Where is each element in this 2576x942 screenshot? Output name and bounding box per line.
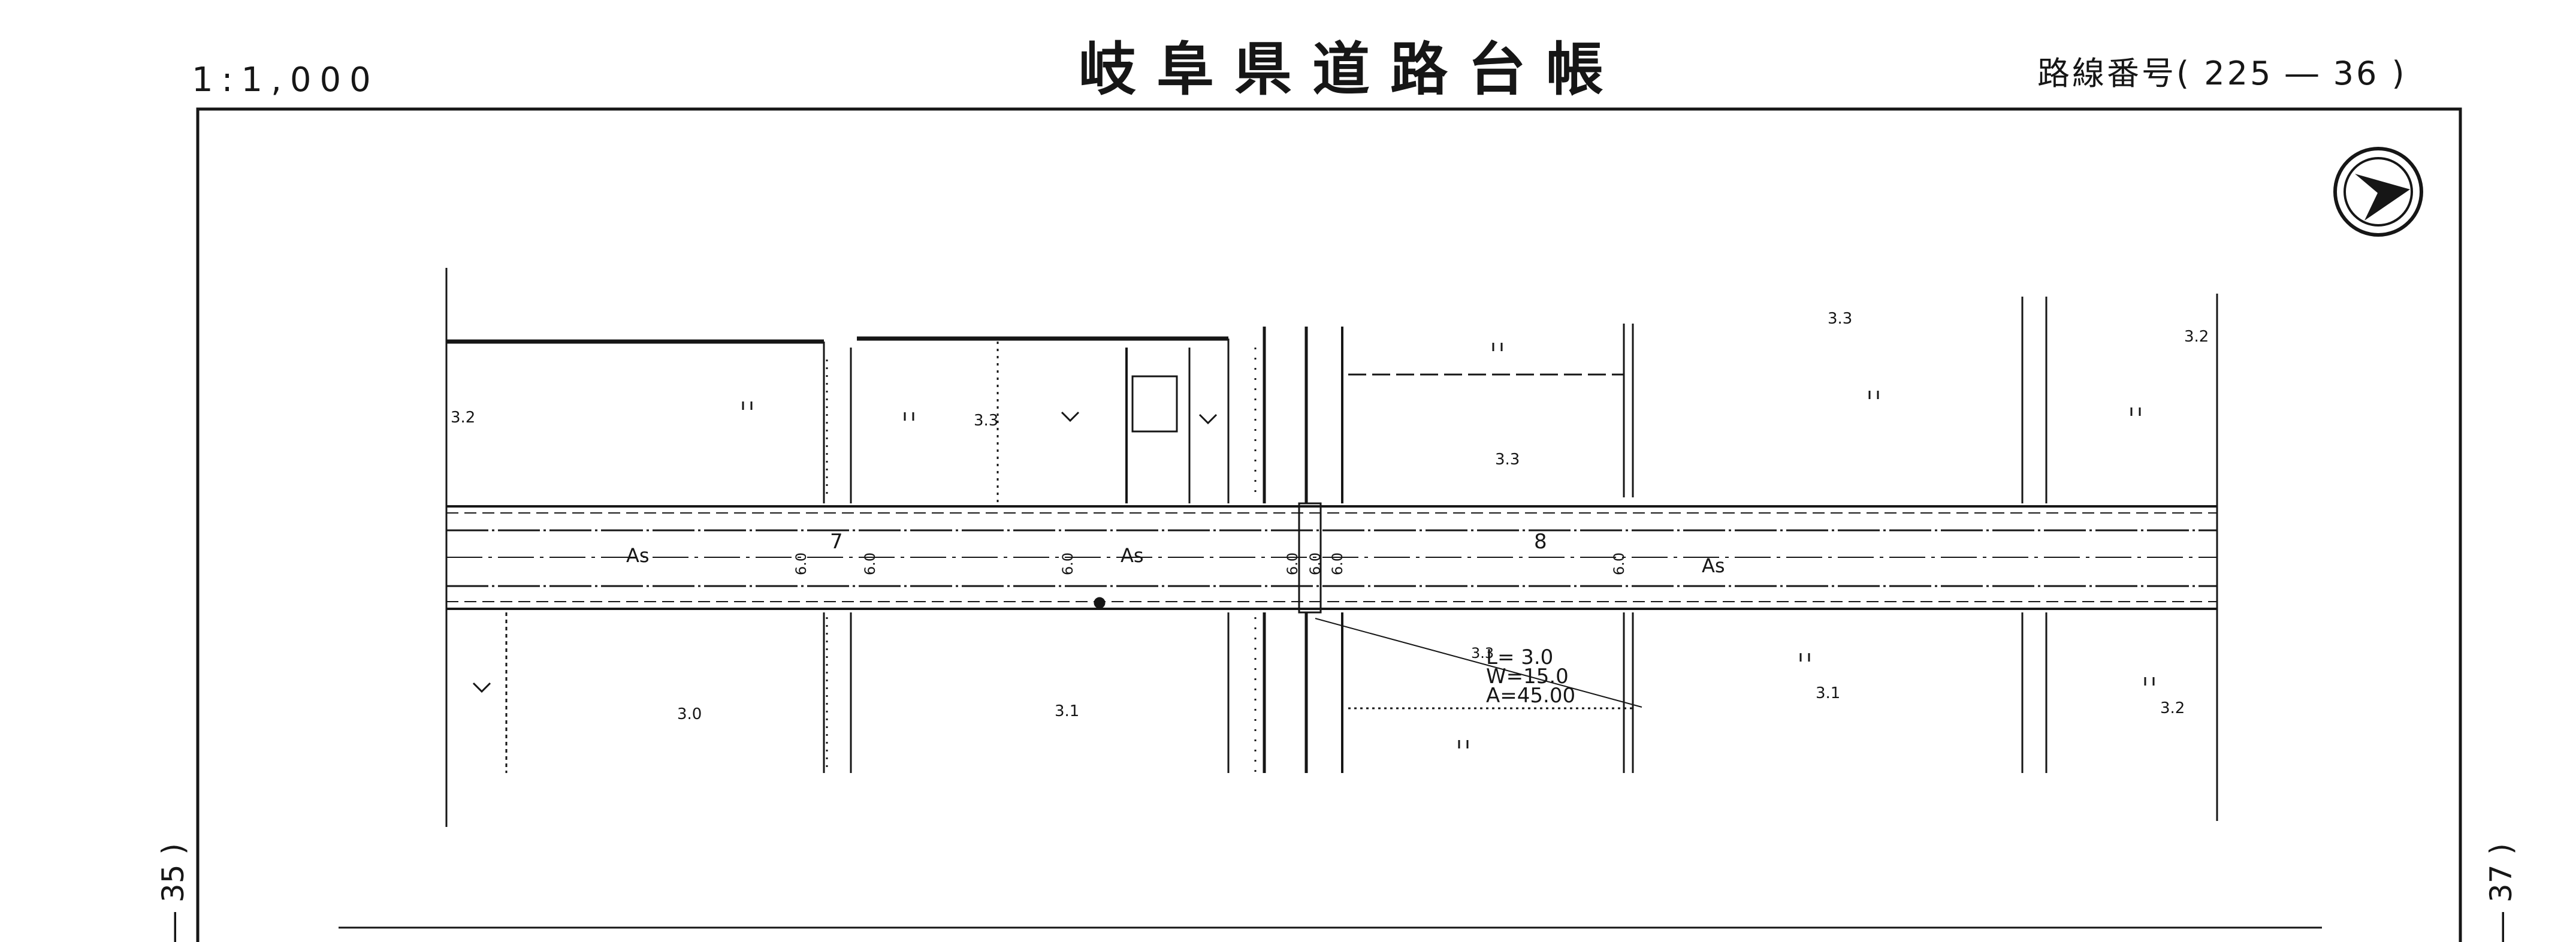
elevation-label: 3.3 <box>974 412 998 430</box>
culvert-dimensions: L= 3.0 W=15.0 A=45.00 <box>1486 645 1575 708</box>
culvert-width: W=15.0 <box>1486 665 1569 689</box>
road-width: 6.0 <box>1611 552 1627 575</box>
elevation-label: 3.1 <box>1816 684 1840 702</box>
elevation-label: 3.0 <box>677 705 702 723</box>
route-number-label: 路線番号( 225 ― 36 ) <box>2037 55 2407 92</box>
scale-label: 1:1,000 <box>192 61 379 99</box>
pavement-type: As <box>626 544 650 567</box>
main-road <box>446 505 2217 610</box>
pavement-type: As <box>1702 554 1725 577</box>
section-number: 8 <box>1534 530 1547 554</box>
road-width: 6.0 <box>862 552 878 575</box>
section-number: 7 <box>830 530 843 554</box>
elevation-label: 3.2 <box>2184 328 2209 346</box>
road-width: 6.0 <box>793 552 810 575</box>
road-width: 6.0 <box>1329 552 1346 575</box>
elevation-label: 3.3 <box>1828 310 1852 328</box>
elevation-label: 3.3 <box>1471 645 1494 662</box>
elevation-label: 3.2 <box>2160 699 2185 717</box>
north-arrow-icon <box>2333 147 2423 237</box>
road-width: 6.0 <box>1307 552 1324 575</box>
road-width: 6.0 <box>1059 552 1076 575</box>
drawing-frame <box>196 107 2462 942</box>
road-width: 6.0 <box>1284 552 1301 575</box>
elevation-label: 3.3 <box>1495 451 1520 469</box>
pavement-type: As <box>1121 544 1144 567</box>
culvert-area: A=45.00 <box>1486 684 1575 708</box>
elevation-label: 3.1 <box>1055 702 1079 720</box>
elevation-label: 3.2 <box>451 409 475 427</box>
sheet-title: 岐阜県道路台帳 <box>1079 36 1624 103</box>
map-annotations: 7 8 As As As 6.0 6.0 6.0 6.0 6.0 6.0 6.0… <box>451 310 2209 723</box>
culvert-length: L= 3.0 <box>1486 645 1553 669</box>
